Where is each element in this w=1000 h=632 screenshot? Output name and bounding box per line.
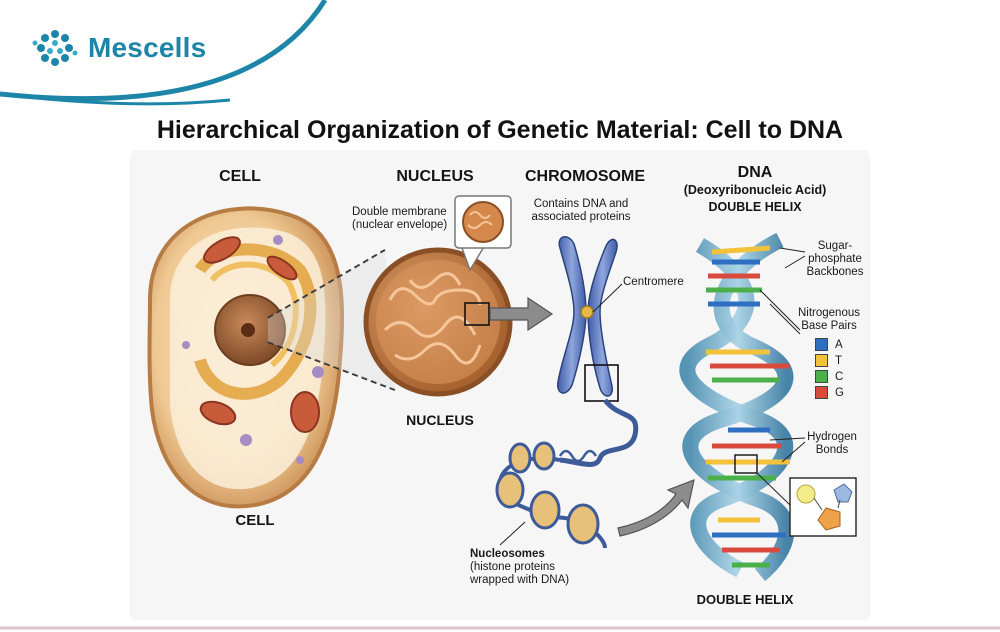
label-nucleosomes: Nucleosomes (histone proteins wrapped wi… [470,548,570,586]
label-nitrogenous-bases: Nitrogenous Base Pairs [797,307,860,332]
legend-swatch-t [815,354,828,367]
label-cell-bottom: CELL [235,512,275,529]
page-title: Hierarchical Organization of Genetic Mat… [156,116,844,144]
header-dna-full: (Deoxyribonucleic Acid) [683,183,827,197]
header-nucleus: NUCLEUS [396,168,474,185]
legend-item-a: A [815,338,843,351]
label-contains-dna: Contains DNA and associated proteins [531,198,631,223]
legend-swatch-a [815,338,828,351]
legend-item-c: C [815,370,843,383]
dna-helix [679,232,795,582]
nucleosome-coil [495,441,607,549]
header-swoosh [0,0,325,99]
nucleus-illustration [363,247,513,397]
header-double-helix: DOUBLE HELIX [708,200,802,214]
nucleotide-inset [789,477,857,537]
header-chromosome: CHROMOSOME [525,168,645,185]
arrow-to-chromosome [489,296,554,332]
header-swoosh-line [0,0,328,102]
cell-illustration [147,206,345,509]
label-double-helix-bottom: DOUBLE HELIX [696,592,794,607]
label-double-membrane: Double membrane (nuclear envelope) [352,206,448,231]
label-sugar-phosphate: Sugar- phosphate Backbones [806,240,864,278]
header-cell: CELL [219,168,261,185]
dots-ring-logo [32,30,78,66]
label-centromere: Centromere [623,276,684,288]
legend-item-t: T [815,354,842,367]
centromere-point [580,305,594,319]
membrane-callout [454,195,512,272]
header-dna: DNA [737,164,773,181]
legend-item-g: G [815,386,844,399]
chromosome-illustration [557,236,639,467]
legend-swatch-c [815,370,828,383]
arrow-to-dna [617,479,695,537]
brand-name: Mescells [88,32,207,63]
legend-swatch-g [815,386,828,399]
label-hydrogen-bonds: Hydrogen Bonds [807,431,857,456]
label-nucleus-bottom: NUCLEUS [406,412,474,428]
